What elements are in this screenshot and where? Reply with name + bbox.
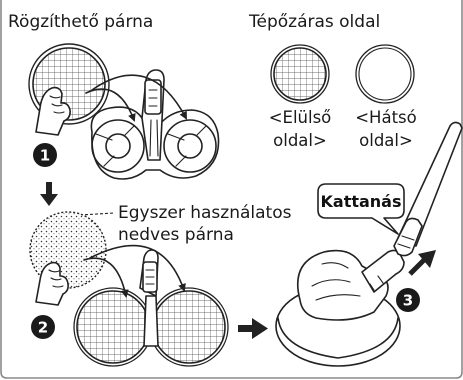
click-label: Kattanás [321, 192, 402, 211]
velcro-side-label: Tépőzáras oldal [248, 12, 380, 32]
mop-head-top [90, 69, 220, 180]
arrow-attach-left-top [85, 88, 136, 122]
svg-text:2: 2 [38, 319, 48, 337]
arrow-attach-right-bottom [89, 244, 186, 292]
disposable-pad-label-line2: nedves párna [118, 225, 234, 245]
front-side-label-line1: <Elülső [269, 108, 332, 127]
back-side-pad [355, 44, 415, 104]
fixed-pad-with-hand [28, 43, 110, 136]
front-side-label-line2: oldal> [273, 131, 327, 150]
assembled-mop [275, 121, 463, 367]
step-3-badge: 3 [396, 288, 420, 312]
down-arrow [40, 182, 58, 206]
step-1-badge: 1 [33, 143, 57, 167]
push-arrow [408, 250, 436, 276]
svg-text:1: 1 [40, 147, 50, 165]
disposable-pad-label-line1: Egyszer használatos [118, 203, 292, 223]
back-side-label-line2: oldal> [359, 131, 413, 150]
right-arrow [238, 318, 268, 339]
disposable-pad-with-hand [29, 211, 107, 306]
back-side-label-line1: <Hátsó [355, 108, 417, 127]
callout-line [79, 212, 115, 216]
svg-text:3: 3 [403, 292, 413, 310]
front-side-pad [270, 44, 330, 104]
step-2-badge: 2 [31, 315, 55, 339]
mop-head-bottom [73, 249, 229, 367]
arrow-attach-right-top [91, 74, 187, 120]
fixed-pad-label: Rögzíthető párna [8, 12, 153, 32]
click-bubble: Kattanás [317, 183, 405, 235]
